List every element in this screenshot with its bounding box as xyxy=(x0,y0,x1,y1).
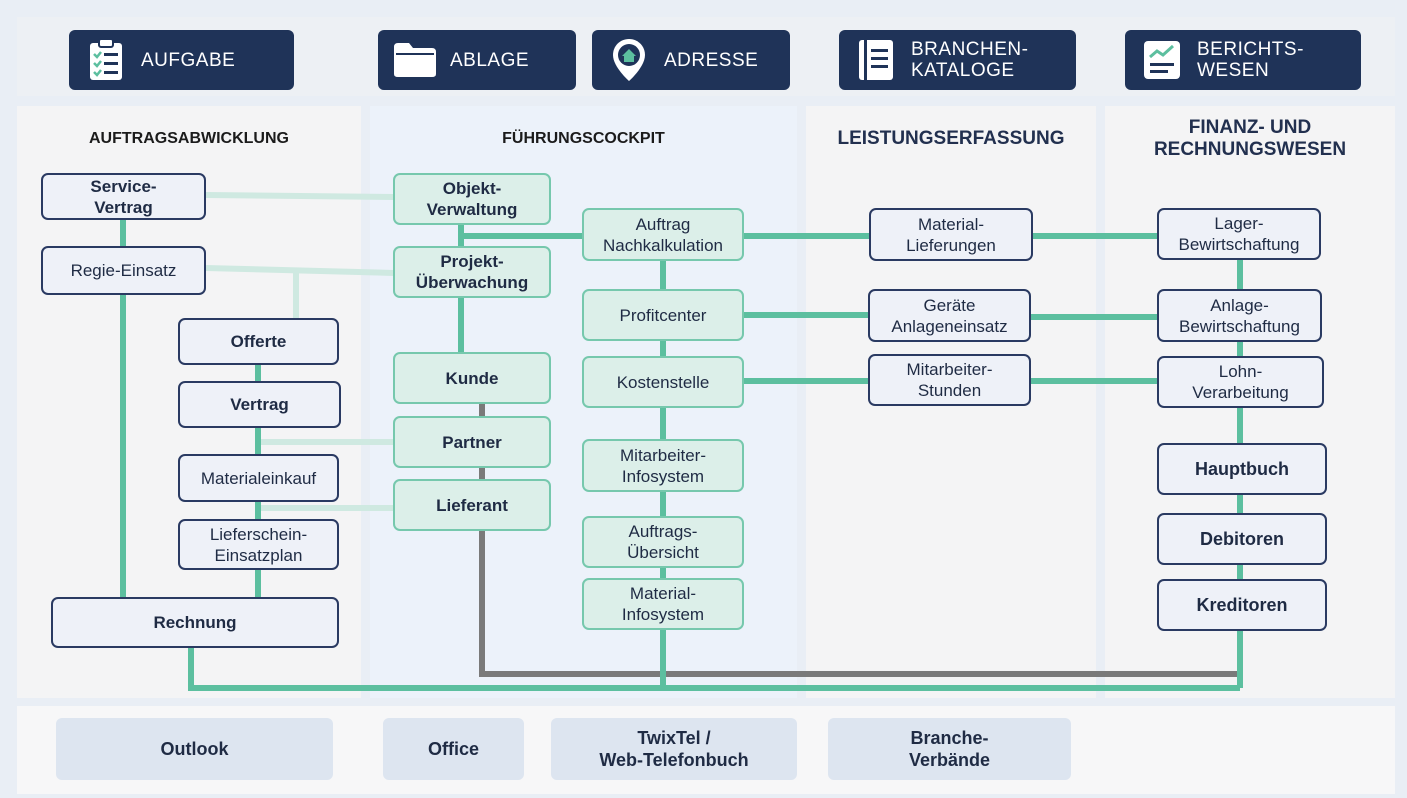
offerte-box[interactable]: Offerte xyxy=(178,318,339,365)
profitcenter-box[interactable]: Profitcenter xyxy=(582,289,744,341)
anlage-bewirtschaftung-box[interactable]: Anlage- Bewirtschaftung xyxy=(1157,289,1322,342)
berichtswesen-label: BERICHTS- WESEN xyxy=(1197,39,1304,81)
branchen-kataloge-label: BRANCHEN- KATALOGE xyxy=(911,39,1029,81)
service-vertrag-box[interactable]: Service- Vertrag xyxy=(41,173,206,220)
branchen-kataloge-button[interactable]: BRANCHEN- KATALOGE xyxy=(839,30,1076,90)
hauptbuch-box[interactable]: Hauptbuch xyxy=(1157,443,1327,495)
folder-icon xyxy=(392,37,438,83)
kunde-box[interactable]: Kunde xyxy=(393,352,551,404)
partner-box[interactable]: Partner xyxy=(393,416,551,468)
lieferant-box[interactable]: Lieferant xyxy=(393,479,551,531)
kostenstelle-box[interactable]: Kostenstelle xyxy=(582,356,744,408)
geraete-anlageneinsatz-box[interactable]: Geräte Anlageneinsatz xyxy=(868,289,1031,342)
ablage-label: ABLAGE xyxy=(450,49,530,71)
connector-service-objekt xyxy=(205,192,395,200)
auftrags-uebersicht-box[interactable]: Auftrags- Übersicht xyxy=(582,516,744,568)
location-pin-home-icon xyxy=(606,37,652,83)
mitarbeiter-infosystem-box[interactable]: Mitarbeiter- Infosystem xyxy=(582,439,744,492)
lohn-verarbeitung-box[interactable]: Lohn- Verarbeitung xyxy=(1157,356,1324,408)
material-lieferungen-box[interactable]: Material- Lieferungen xyxy=(869,208,1033,261)
rechnung-box[interactable]: Rechnung xyxy=(51,597,339,648)
connector-regie-projekt xyxy=(205,265,395,276)
column-title-auftragsabwicklung: AUFTRAGSABWICKLUNG xyxy=(89,130,289,147)
office-button[interactable]: Office xyxy=(383,718,524,780)
berichtswesen-button[interactable]: BERICHTS- WESEN xyxy=(1125,30,1361,90)
auftrag-nachkalkulation-box[interactable]: Auftrag Nachkalkulation xyxy=(582,208,744,261)
clipboard-checklist-icon xyxy=(83,37,129,83)
projekt-ueberwachung-box[interactable]: Projekt- Überwachung xyxy=(393,246,551,298)
adresse-button[interactable]: ADRESSE xyxy=(592,30,790,90)
ablage-button[interactable]: ABLAGE xyxy=(378,30,576,90)
branche-verbaende-button[interactable]: Branche- Verbände xyxy=(828,718,1071,780)
aufgabe-label: AUFGABE xyxy=(141,49,236,71)
materialeinkauf-box[interactable]: Materialeinkauf xyxy=(178,454,339,502)
kreditoren-box[interactable]: Kreditoren xyxy=(1157,579,1327,631)
connector-rechnung-bottom xyxy=(188,648,1240,691)
regie-einsatz-box[interactable]: Regie-Einsatz xyxy=(41,246,206,295)
adresse-label: ADRESSE xyxy=(664,49,759,71)
outlook-button[interactable]: Outlook xyxy=(56,718,333,780)
aufgabe-button[interactable]: AUFGABE xyxy=(69,30,294,90)
catalog-book-icon xyxy=(853,37,899,83)
lager-bewirtschaftung-box[interactable]: Lager- Bewirtschaftung xyxy=(1157,208,1321,260)
column-title-fuehrungscockpit: FÜHRUNGSCOCKPIT xyxy=(502,130,665,147)
column-title-finanz: FINANZ- UND RECHNUNGSWESEN xyxy=(1153,117,1347,160)
material-infosystem-box[interactable]: Material- Infosystem xyxy=(582,578,744,630)
vertrag-box[interactable]: Vertrag xyxy=(178,381,341,428)
objekt-verwaltung-box[interactable]: Objekt- Verwaltung xyxy=(393,173,551,225)
mitarbeiter-stunden-box[interactable]: Mitarbeiter- Stunden xyxy=(868,354,1031,406)
debitoren-box[interactable]: Debitoren xyxy=(1157,513,1327,565)
column-title-leistungserfassung: LEISTUNGSERFASSUNG xyxy=(837,128,1065,149)
lieferschein-einsatzplan-box[interactable]: Lieferschein- Einsatzplan xyxy=(178,519,339,570)
twixtel-button[interactable]: TwixTel / Web-Telefonbuch xyxy=(551,718,797,780)
report-chart-icon xyxy=(1139,37,1185,83)
